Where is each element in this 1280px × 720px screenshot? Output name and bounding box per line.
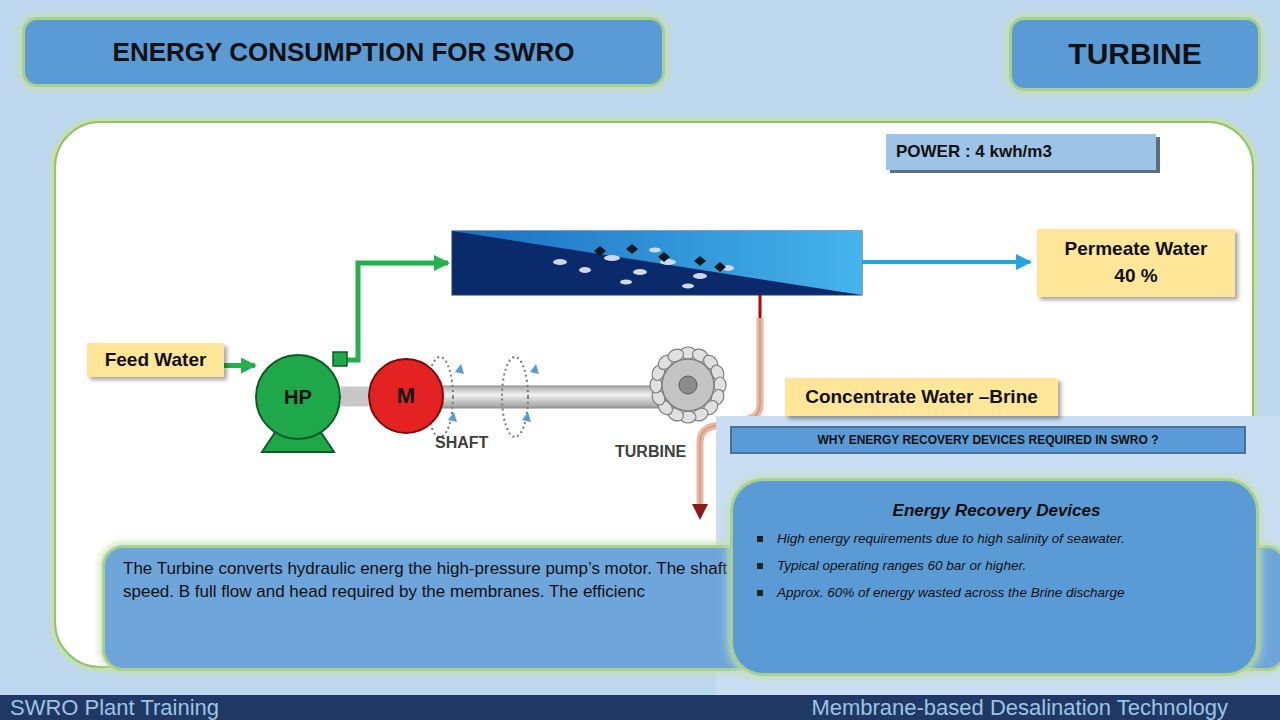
title-text: ENERGY CONSUMPTION FOR SWRO — [113, 37, 575, 68]
motor-circle: M — [368, 358, 444, 434]
drawing-part — [626, 244, 638, 254]
box-text: Concentrate Water –Brine — [805, 386, 1038, 408]
box-text: POWER : 4 kwh/m3 — [896, 142, 1052, 162]
turbine-disk — [662, 359, 714, 411]
drawing-part — [604, 255, 620, 261]
pump-nozzle — [333, 352, 347, 366]
overlay-panel — [716, 416, 1280, 695]
drawing-part — [530, 364, 539, 374]
title-box: ENERGY CONSUMPTION FOR SWRO — [25, 20, 662, 84]
pump-circle: HP — [255, 354, 341, 440]
rotation-arrows — [448, 364, 539, 422]
membrane-vessel — [452, 231, 862, 295]
ion-markers — [594, 244, 726, 272]
info-box: POWER : 4 kwh/m3 — [886, 134, 1156, 170]
bullet-row: Approx. 60% of energy wasted across the … — [757, 585, 1236, 600]
box-text: M — [397, 383, 415, 409]
drawing-part — [522, 412, 531, 422]
panel-heading: Energy Recovery Devices — [757, 501, 1236, 521]
bullet-marker — [757, 590, 763, 596]
salt-particles — [553, 248, 734, 289]
drawing-part — [714, 262, 726, 272]
drawing-part — [633, 269, 647, 275]
feed-arrow — [224, 363, 255, 368]
drawing-part — [594, 246, 606, 256]
box-text: WHY ENERGY RECOVERY DEVICES REQUIRED IN … — [818, 433, 1159, 447]
membrane-permeate-side — [452, 231, 862, 295]
drawing-part — [455, 364, 464, 374]
drawing-part — [502, 357, 528, 437]
high-pressure-feed-line — [342, 263, 448, 360]
box-text: TURBINE — [1068, 37, 1201, 71]
part-label: SHAFT — [435, 433, 488, 453]
bullet-marker — [757, 563, 763, 569]
drawing-part — [694, 256, 706, 266]
drawing-part — [658, 252, 670, 262]
footer-bar — [0, 695, 1280, 720]
drawing-part — [620, 280, 632, 285]
part-label: TURBINE — [615, 442, 686, 462]
drawing-part — [649, 248, 661, 253]
drawing-part — [693, 273, 707, 279]
permeate-arrow — [862, 260, 1030, 264]
footer-text: SWRO Plant Training — [10, 695, 219, 720]
stream-label-box: Concentrate Water –Brine — [785, 378, 1058, 416]
stream-label-box: Feed Water — [87, 343, 224, 377]
bullet-row: High energy requirements due to high sal… — [757, 531, 1236, 546]
turbine-hub — [679, 376, 697, 394]
footer-text: Membrane-based Desalination Technology — [811, 695, 1228, 720]
bullet-row: Typical operating ranges 60 bar or highe… — [757, 558, 1236, 573]
drawing-part — [682, 284, 694, 289]
box-text: Feed Water — [105, 349, 207, 371]
shaft-link — [341, 387, 368, 407]
bullet-text: Typical operating ranges 60 bar or highe… — [777, 558, 1026, 573]
box-text: HP — [284, 386, 312, 409]
drawing-part — [553, 259, 567, 265]
drawing-part — [448, 412, 457, 422]
brine-outlet — [759, 295, 762, 320]
bullet-panel: Energy Recovery DevicesHigh energy requi… — [733, 481, 1256, 673]
bullet-text: Approx. 60% of energy wasted across the … — [777, 585, 1124, 600]
heading-box: TURBINE — [1012, 20, 1258, 88]
question-banner: WHY ENERGY RECOVERY DEVICES REQUIRED IN … — [730, 426, 1246, 454]
bullet-text: High energy requirements due to high sal… — [777, 531, 1125, 546]
turbine-wheel — [650, 347, 726, 423]
drawing-part — [579, 267, 591, 273]
stream-label-box: Permeate Water 40 % — [1037, 229, 1235, 297]
bullet-marker — [757, 536, 763, 542]
brine-discharge-arrow — [692, 504, 708, 520]
box-text: Permeate Water 40 % — [1052, 236, 1220, 289]
